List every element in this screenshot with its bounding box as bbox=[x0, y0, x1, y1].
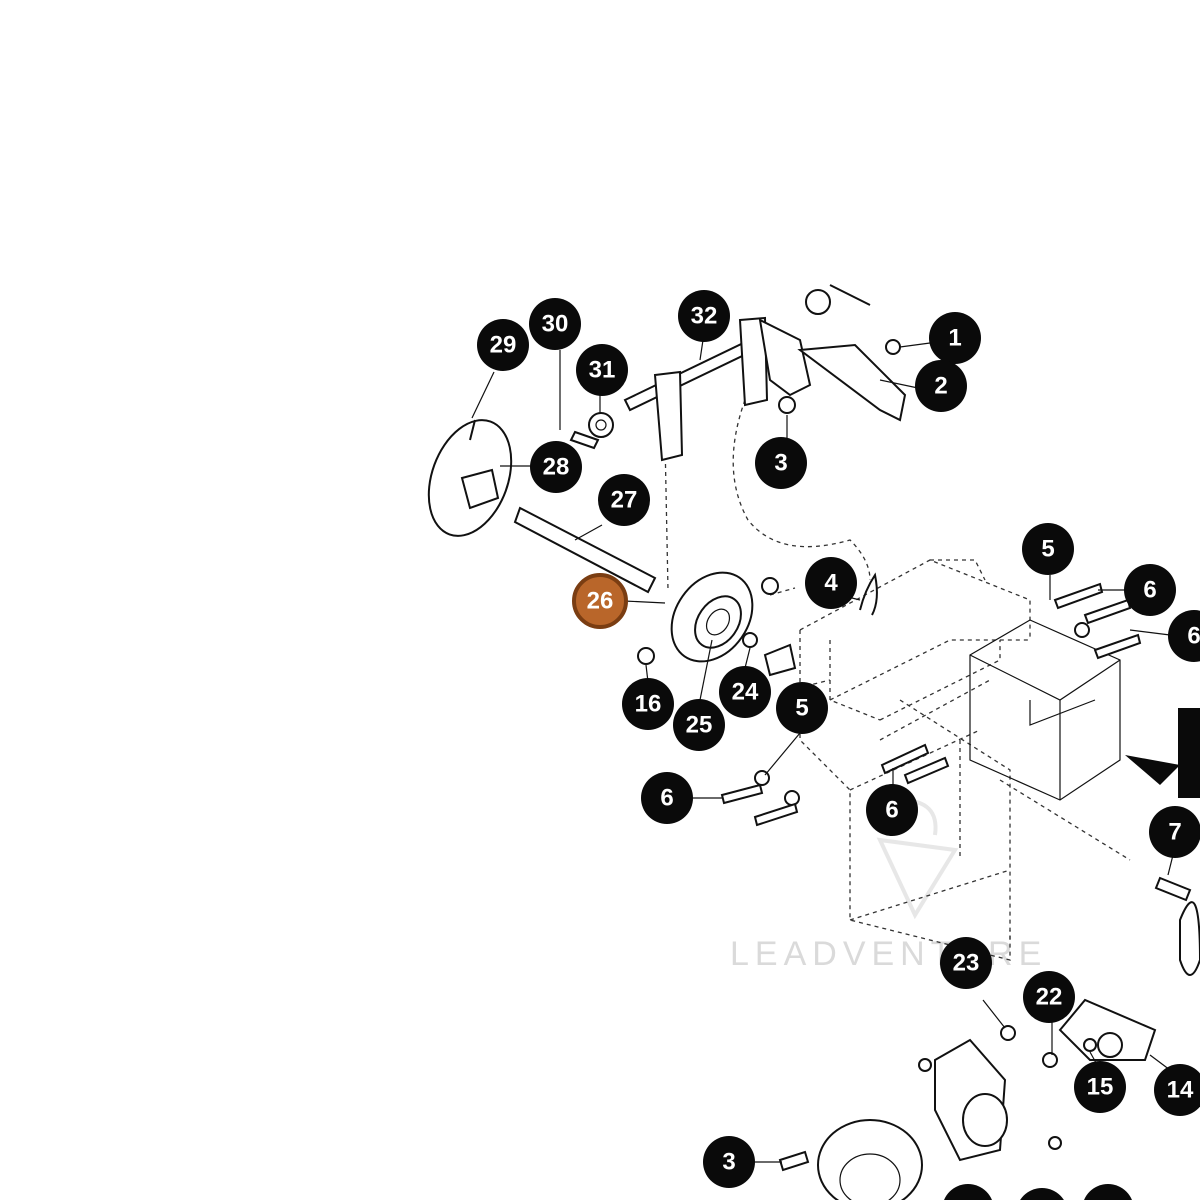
callout-15[interactable]: 15 bbox=[1074, 1061, 1126, 1113]
callout-1[interactable]: 1 bbox=[929, 312, 981, 364]
callout-label: 27 bbox=[611, 487, 638, 514]
callout-5[interactable]: 5 bbox=[1022, 523, 1074, 575]
callout-label: 23 bbox=[953, 950, 980, 977]
callout-label: 6 bbox=[1187, 623, 1200, 650]
callout-label: 4 bbox=[824, 570, 838, 597]
callout-label: 30 bbox=[542, 311, 569, 338]
callout-label: 3 bbox=[774, 450, 787, 477]
callout-label: 26 bbox=[587, 588, 614, 615]
bolts-group bbox=[720, 582, 1192, 902]
callout-32[interactable]: 32 bbox=[678, 290, 730, 342]
callout-16[interactable]: 16 bbox=[622, 678, 674, 730]
callout-23[interactable]: 23 bbox=[940, 937, 992, 989]
callout-label: 3 bbox=[722, 1149, 735, 1176]
callout-6[interactable]: 6 bbox=[1124, 564, 1176, 616]
callout-25[interactable]: 25 bbox=[673, 699, 725, 751]
callout-label: 5 bbox=[795, 695, 808, 722]
callout-3[interactable]: 3 bbox=[755, 437, 807, 489]
callout-label: 31 bbox=[589, 357, 616, 384]
callout-14[interactable]: 14 bbox=[1154, 1064, 1200, 1116]
watermark-text: LEADVENTURE bbox=[730, 935, 1047, 973]
callout-label: 5 bbox=[1041, 536, 1054, 563]
callout-label: 6 bbox=[1143, 577, 1156, 604]
callout-label: 1 bbox=[948, 325, 961, 352]
leader-lines bbox=[471, 339, 1174, 1163]
callout-label: 14 bbox=[1167, 1077, 1194, 1104]
callout-label: 6 bbox=[885, 797, 898, 824]
spring-part-4 bbox=[859, 572, 878, 616]
callout-label: 2 bbox=[934, 373, 947, 400]
callout-label: 16 bbox=[635, 691, 662, 718]
callout-label: 28 bbox=[543, 454, 570, 481]
callout-label: 22 bbox=[1036, 984, 1063, 1011]
callout-29[interactable]: 29 bbox=[477, 319, 529, 371]
callout-label: 24 bbox=[732, 679, 759, 706]
clutch-wheel-part-25 bbox=[637, 571, 797, 677]
callout-27[interactable]: 27 bbox=[598, 474, 650, 526]
callout-label: 7 bbox=[1168, 819, 1181, 846]
callout-label: 6 bbox=[660, 785, 673, 812]
callout-3[interactable]: 3 bbox=[703, 1136, 755, 1188]
callout-label: 25 bbox=[686, 712, 713, 739]
callout-label: 15 bbox=[1087, 1074, 1114, 1101]
callout-31[interactable]: 31 bbox=[576, 344, 628, 396]
callout-24[interactable]: 24 bbox=[719, 666, 771, 718]
callout-2[interactable]: 2 bbox=[915, 360, 967, 412]
partial-callouts bbox=[944, 1184, 1132, 1200]
shaft-part-32 bbox=[623, 284, 907, 462]
callout-label: 29 bbox=[490, 332, 517, 359]
callout-28[interactable]: 28 bbox=[530, 441, 582, 493]
pulley-assembly-28 bbox=[427, 419, 657, 594]
callout-26-highlighted[interactable]: 26 bbox=[572, 573, 628, 629]
callout-30[interactable]: 30 bbox=[529, 298, 581, 350]
callout-6[interactable]: 6 bbox=[1168, 610, 1200, 662]
callout-4[interactable]: 4 bbox=[805, 557, 857, 609]
housing-block bbox=[969, 619, 1121, 801]
callout-label: 32 bbox=[691, 303, 718, 330]
small-hardware bbox=[569, 339, 901, 450]
lower-drive-assembly bbox=[778, 901, 1200, 1200]
callout-22[interactable]: 22 bbox=[1023, 971, 1075, 1023]
callout-5[interactable]: 5 bbox=[776, 682, 828, 734]
callout-6[interactable]: 6 bbox=[641, 772, 693, 824]
callout-6[interactable]: 6 bbox=[866, 784, 918, 836]
edge-label-box bbox=[1125, 708, 1200, 798]
callout-7[interactable]: 7 bbox=[1149, 806, 1200, 858]
